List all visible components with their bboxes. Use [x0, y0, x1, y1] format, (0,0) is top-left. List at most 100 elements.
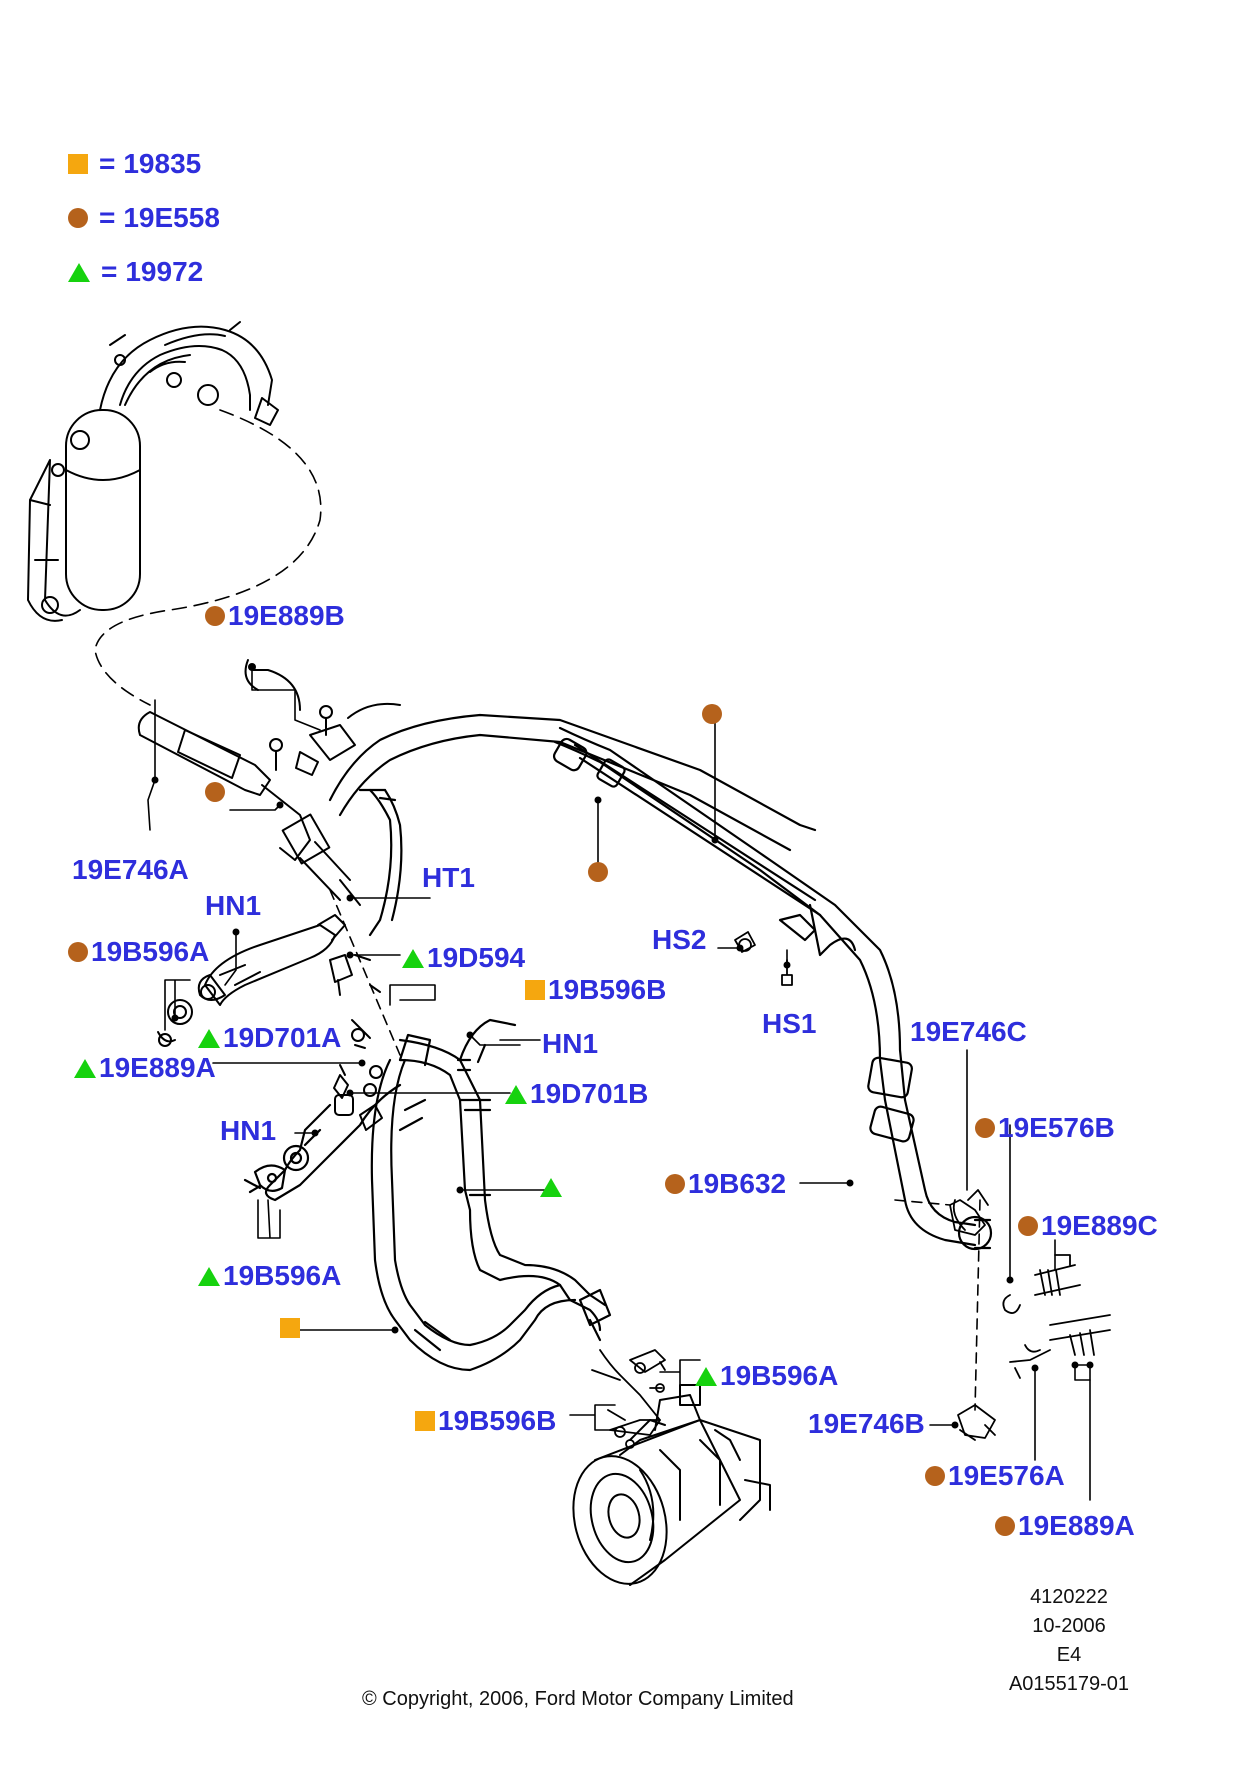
circle-marker — [702, 704, 722, 724]
circle-marker — [588, 862, 608, 882]
legend-triangle-marker — [68, 262, 90, 282]
part-code: HS1 — [762, 1008, 817, 1039]
liquid-lines-top — [328, 713, 993, 1251]
triangle-marker — [74, 1058, 96, 1078]
circle-marker — [205, 782, 225, 802]
reference-block: 4120222 10-2006 E4 A0155179-01 — [979, 1583, 1159, 1699]
callout-19e746c: 19E746C — [910, 1016, 1027, 1048]
part-code: 19D594 — [427, 942, 526, 973]
callout-hs1: HS1 — [762, 1008, 816, 1040]
callout-19e746b: 19E746B — [808, 1408, 925, 1440]
callout-triangle-solo — [540, 1178, 565, 1197]
circle-marker — [1018, 1216, 1038, 1236]
legend-row-square: = 19835 — [68, 148, 201, 180]
callout-19b596a-3: 19B596A — [695, 1360, 838, 1392]
leader-dots — [151, 663, 1094, 1429]
ref-number: 4120222 — [1030, 1586, 1108, 1608]
legend-code: 19E558 — [123, 202, 220, 233]
callout-19e889a-1: 19E889A — [74, 1052, 216, 1084]
top-flange — [244, 659, 401, 776]
square-marker — [415, 1411, 435, 1431]
part-code: 19E576B — [998, 1112, 1115, 1143]
legend-equals: = — [99, 202, 116, 233]
part-code: 19E889C — [1041, 1210, 1158, 1241]
callout-19b596b-1: 19B596B — [525, 974, 666, 1006]
part-code: 19E746A — [72, 854, 189, 885]
callout-hn1-b: HN1 — [542, 1028, 598, 1060]
callout-19e746a: 19E746A — [72, 854, 189, 886]
part-code: 19B596A — [91, 936, 210, 967]
part-code: HT1 — [422, 862, 475, 893]
square-marker — [525, 980, 545, 1000]
circle-marker — [665, 1174, 685, 1194]
callout-19b596b-2: 19B596B — [415, 1405, 556, 1437]
triangle-marker — [695, 1366, 717, 1386]
copyright: © Copyright, 2006, Ford Motor Company Li… — [362, 1688, 794, 1710]
callout-hn1-a: HN1 — [205, 890, 261, 922]
callout-ht1: HT1 — [422, 862, 475, 894]
left-hose-assembly — [157, 914, 383, 1131]
part-code: 19D701B — [530, 1078, 649, 1109]
legend-row-circle: = 19E558 — [68, 202, 220, 234]
triangle-marker — [198, 1266, 220, 1286]
discharge-hose — [243, 1018, 612, 1372]
suction-hose-upper — [137, 711, 361, 906]
part-code: 19E746B — [808, 1408, 925, 1439]
callout-19b632: 19B632 — [665, 1168, 786, 1200]
triangle-marker — [540, 1178, 562, 1197]
ref-date: 10-2006 — [1032, 1615, 1106, 1637]
part-code: 19E576A — [948, 1460, 1065, 1491]
ref-code: E4 — [1056, 1644, 1082, 1666]
callout-19b596a-2: 19B596A — [198, 1260, 341, 1292]
callout-19e889a-2: 19E889A — [995, 1510, 1135, 1542]
part-code: 19E889A — [1018, 1510, 1135, 1541]
circle-marker — [975, 1118, 995, 1138]
callout-19d701a: 19D701A — [198, 1022, 341, 1054]
triangle-marker — [505, 1084, 527, 1104]
callout-19e576a: 19E576A — [925, 1460, 1065, 1492]
part-code: 19B596A — [223, 1260, 342, 1291]
part-code: HN1 — [542, 1028, 599, 1059]
callout-19b596a-1: 19B596A — [68, 936, 209, 968]
circle-marker — [205, 606, 225, 626]
circle-marker — [925, 1466, 945, 1486]
circle-marker — [995, 1516, 1015, 1536]
part-code: 19E889A — [99, 1052, 216, 1083]
part-code: HN1 — [205, 890, 262, 921]
part-code: HN1 — [220, 1115, 277, 1146]
callout-circle-solo — [205, 782, 228, 802]
part-code: 19E889B — [228, 600, 345, 631]
circle-marker — [68, 942, 88, 962]
legend-equals: = — [101, 256, 118, 287]
dashed-leader-drier — [94, 409, 322, 706]
callout-hn1-c: HN1 — [220, 1115, 276, 1147]
legend-row-triangle: = 19972 — [68, 256, 203, 288]
callout-19d701b: 19D701B — [505, 1078, 648, 1110]
triangle-marker — [198, 1028, 220, 1048]
callout-circle-mid — [588, 862, 611, 882]
square-marker — [280, 1318, 300, 1338]
callout-19d594: 19D594 — [402, 942, 525, 974]
callout-19e889b: 19E889B — [205, 600, 345, 632]
legend-circle-marker — [68, 208, 88, 228]
legend-square-marker — [68, 154, 88, 174]
callout-square-solo — [280, 1318, 303, 1338]
part-code: 19B632 — [688, 1168, 787, 1199]
callout-19e576b: 19E576B — [975, 1112, 1115, 1144]
receiver-drier — [27, 321, 279, 622]
part-code: HS2 — [652, 924, 707, 955]
legend-equals: = — [99, 148, 116, 179]
legend-code: 19972 — [125, 256, 204, 287]
legend-code: 19835 — [123, 148, 202, 179]
callout-hs2: HS2 — [652, 924, 706, 956]
part-code: 19B596B — [548, 974, 667, 1005]
triangle-marker — [402, 948, 424, 968]
part-code: 19B596B — [438, 1405, 557, 1436]
ref-id: A0155179-01 — [1008, 1673, 1130, 1695]
compressor-fittings — [591, 1349, 666, 1449]
callout-19e889c: 19E889C — [1018, 1210, 1158, 1242]
part-code: 19B596A — [720, 1360, 839, 1391]
callout-circle-top-right — [702, 704, 725, 724]
part-code: 19E746C — [910, 1016, 1027, 1047]
